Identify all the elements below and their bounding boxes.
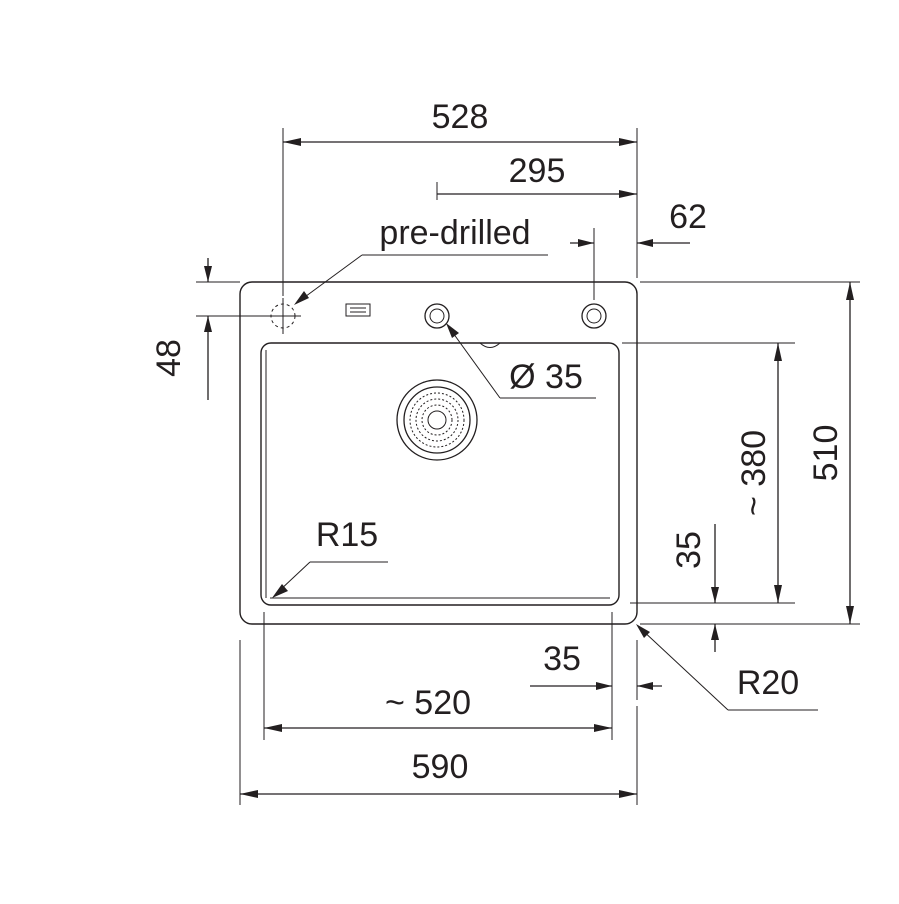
dim-62-label: 62 (669, 198, 707, 236)
dim-48-label: 48 (150, 339, 188, 377)
overflow-slot (479, 342, 501, 348)
sink-outline (239, 281, 638, 625)
dim-r20-label: R20 (737, 664, 799, 702)
dim-528-label: 528 (432, 98, 489, 136)
dim-295-label: 295 (509, 152, 566, 190)
dim-510-label: 510 (807, 425, 845, 482)
predrilled-hole-icon (265, 298, 301, 334)
tap-hole-right-icon (581, 303, 607, 329)
bowl-outline (260, 342, 620, 606)
dim-590-label: 590 (412, 748, 469, 786)
drain-strainer-icon (396, 379, 478, 461)
dim-front-rim-label: 35 (670, 531, 708, 569)
dim-side-rim-label: 35 (543, 640, 581, 678)
predrilled-label: pre-drilled (379, 214, 530, 252)
dim-hole-diameter-label: Ø 35 (509, 358, 583, 396)
control-button-icon (345, 303, 371, 317)
dim-r15-label: R15 (316, 516, 378, 554)
dim-380-label: ~ 380 (735, 430, 773, 516)
dim-520-label: ~ 520 (385, 684, 471, 722)
tap-hole-center-icon (424, 303, 450, 329)
